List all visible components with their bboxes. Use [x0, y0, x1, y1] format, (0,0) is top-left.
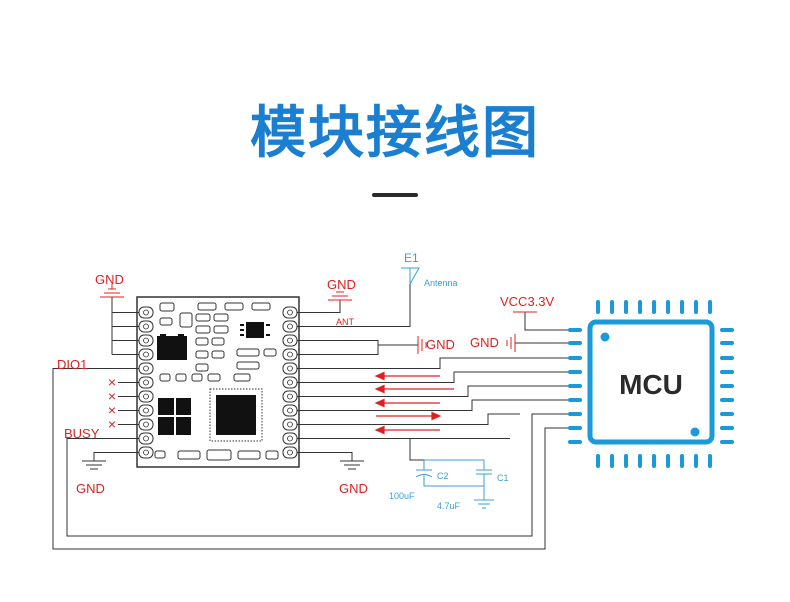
capacitor-network	[415, 459, 492, 500]
ground-symbol-bottom-left	[82, 460, 106, 470]
gnd-label-bottom-mid: GND	[339, 481, 368, 496]
module-pin-holes	[143, 309, 293, 456]
page-title: 模块接线图	[250, 101, 540, 166]
antenna-label: Antenna	[424, 278, 458, 288]
ground-symbol-caps	[474, 499, 494, 509]
mcu-pins	[568, 300, 734, 468]
gnd-label-top-mid: GND	[327, 277, 356, 292]
ground-symbol-top-mid	[328, 291, 352, 301]
mcu-label: MCU	[619, 369, 683, 400]
svg-text:×: ×	[108, 374, 116, 390]
module-components	[154, 302, 279, 461]
c2-ref: C2	[437, 471, 449, 481]
gnd-label-right-a: GND	[426, 337, 455, 352]
right-wiring	[297, 284, 570, 461]
mcu-chip	[587, 319, 715, 445]
signal-arrows	[374, 371, 454, 435]
antenna-icon	[401, 267, 420, 285]
gnd-label-top-left: GND	[95, 272, 124, 287]
ground-symbol-top-left	[100, 284, 124, 298]
antenna-ref: E1	[404, 251, 419, 265]
svg-text:×: ×	[108, 388, 116, 404]
gnd-label-bottom-left: GND	[76, 481, 105, 496]
svg-text:×: ×	[108, 416, 116, 432]
busy-label: BUSY	[64, 426, 100, 441]
title-divider	[372, 193, 418, 197]
nc-marks: × × × ×	[108, 374, 116, 432]
ground-symbol-igND	[417, 336, 427, 354]
ground-symbol-bottom-mid	[340, 460, 364, 470]
ant-label: ANT	[336, 317, 355, 327]
left-wiring	[52, 297, 570, 550]
svg-text:×: ×	[108, 402, 116, 418]
vcc-label: VCC3.3V	[500, 294, 555, 309]
c1-ref: C1	[497, 473, 509, 483]
module-ics	[157, 322, 270, 442]
ground-symbol-mcu	[506, 334, 516, 352]
gnd-label-right-b: GND	[470, 335, 499, 350]
c1-value: 4.7uF	[437, 501, 461, 511]
dio1-label: DIO1	[57, 357, 87, 372]
c2-value: 100uF	[389, 491, 415, 501]
